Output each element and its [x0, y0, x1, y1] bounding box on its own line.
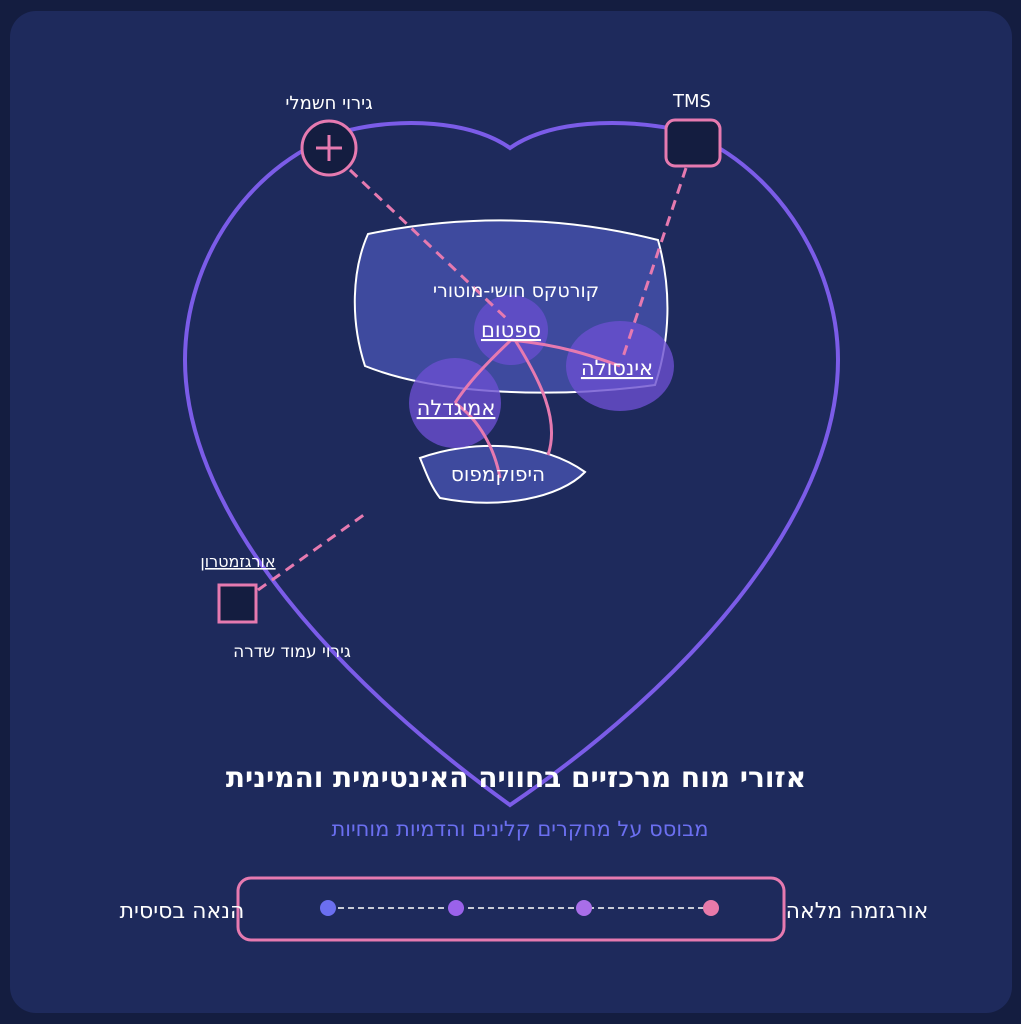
scale-dot-1 [320, 900, 336, 916]
plus-icon [316, 135, 342, 161]
tms-label: TMS [672, 91, 711, 112]
tms-marker [664, 118, 722, 168]
heart-outline [182, 121, 841, 808]
electrical-label: גירוי חשמלי [285, 93, 372, 114]
cortex-label: קורטקס חושי-מוטורי [433, 280, 599, 302]
septum-label: ספטום [481, 318, 541, 342]
hippocampus-label: היפוקמפוס [451, 462, 545, 486]
spinal-label: גירוי עמוד שדרה [233, 642, 351, 662]
insula-label: אינסולה [581, 356, 653, 380]
septum-insula-link [510, 338, 621, 368]
diagram-title: אזורי מוח מרכזיים בחוויה האינטימית והמינ… [226, 761, 806, 794]
orgasmotron-label: אורגזמטרון [200, 552, 275, 571]
spinal-marker [217, 583, 258, 624]
septum-hippocampus-link [513, 339, 553, 456]
scale-left-label: הנאה בסיסית [120, 899, 245, 924]
diagram-subtitle: מבוסס על מחקרים קלינים והדמיות מוחיות [331, 817, 708, 841]
scale-right-label: אורגזמה מלאה [786, 899, 929, 924]
amygdala-hippocampus-link [454, 401, 502, 479]
septum-node [474, 295, 548, 365]
scale-box [236, 876, 786, 942]
septum-amygdala-link [453, 338, 513, 404]
scale-dot-2 [448, 900, 464, 916]
scale-dot-4 [703, 900, 719, 916]
electrical-link [348, 168, 510, 322]
panel-background [10, 11, 1012, 1013]
scale-dot-3 [576, 900, 592, 916]
spinal-link [257, 512, 366, 592]
amygdala-label: אמיגדלה [417, 396, 496, 420]
